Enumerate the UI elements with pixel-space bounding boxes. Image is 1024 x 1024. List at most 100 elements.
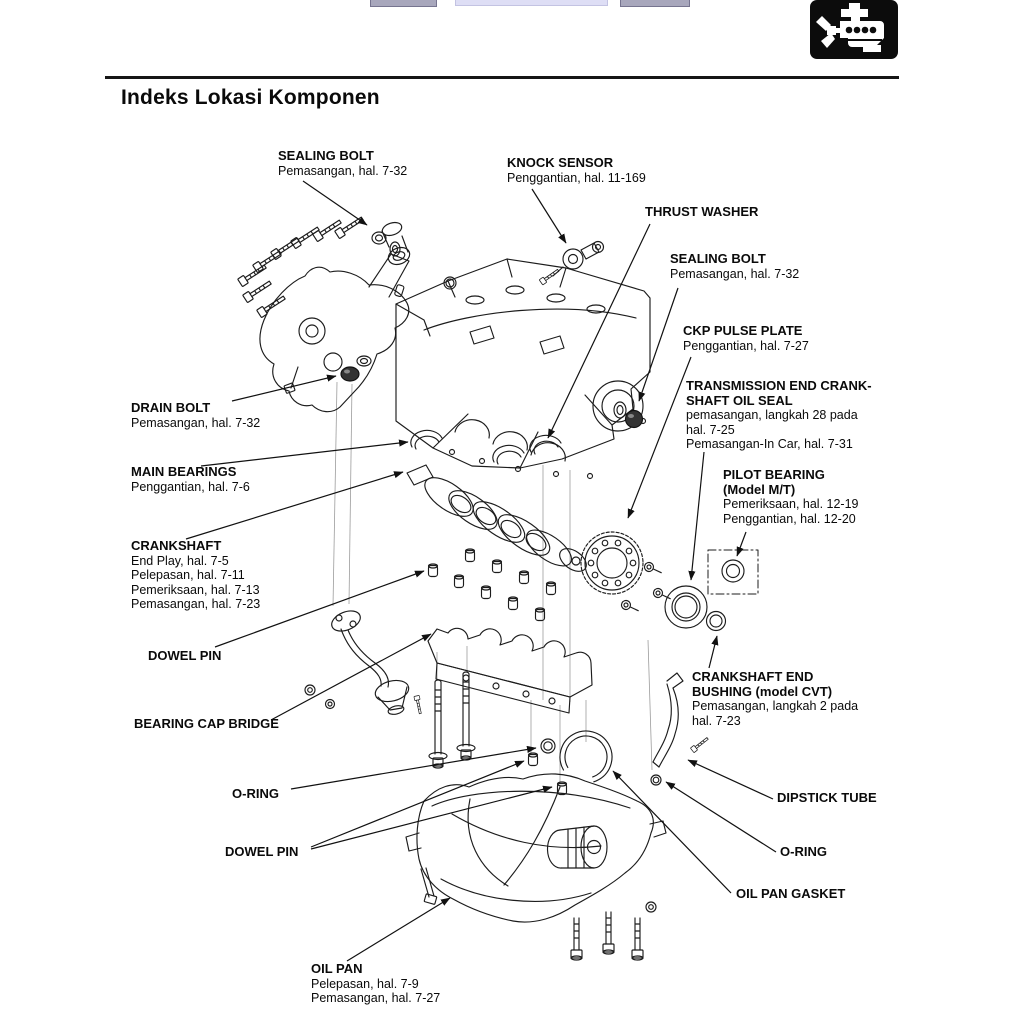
- leader-dowel-pin-lower-b: [310, 785, 553, 850]
- leader-pilot-bearing: [736, 531, 747, 557]
- callout-title: DOWEL PIN: [148, 648, 222, 663]
- callout-dowel-pin-upper: DOWEL PIN: [148, 648, 222, 664]
- callout-oil-pan-gasket: OIL PAN GASKET: [736, 886, 846, 902]
- end-bushing-part: [705, 610, 727, 632]
- leader-sealing-bolt-right: [638, 287, 679, 402]
- callout-title: O-RING: [232, 786, 279, 801]
- callout-line: Pemasangan-In Car, hal. 7-31: [686, 437, 853, 451]
- engine-glyph: [816, 3, 884, 52]
- toolbar-button-right[interactable]: [620, 0, 690, 7]
- dowel-pins: [427, 548, 557, 622]
- callout-title: PILOT BEARING: [723, 467, 825, 482]
- page-title: Indeks Lokasi Komponen: [121, 86, 380, 109]
- leader-dowel-pin-lower-a: [310, 760, 525, 848]
- pilot-bearing-part: [707, 549, 759, 595]
- callout-line: Pemasangan, langkah 2 pada: [692, 699, 859, 713]
- callout-line: Pemasangan, hal. 7-23: [131, 597, 261, 611]
- callout-line: Penggantian, hal. 12-20: [723, 511, 856, 526]
- callout-line: Penggantian, hal. 7-27: [683, 338, 809, 353]
- callout-line: Pelepasan, hal. 7-9: [311, 976, 419, 991]
- callout-oil-pan: OIL PAN Pelepasan, hal. 7-9 Pemasangan, …: [311, 961, 441, 1006]
- leader-main-bearings: [200, 439, 409, 467]
- oil-pickup: [304, 610, 424, 715]
- callout-sealing-bolt-top: SEALING BOLT Pemasangan, hal. 7-32: [278, 148, 407, 178]
- oil-pan-bolts: [420, 867, 657, 961]
- callout-thrust-washer: THRUST WASHER: [645, 204, 759, 220]
- leader-crankshaft-end-bushing: [708, 635, 719, 669]
- callout-line: Pemasangan, hal. 7-27: [311, 991, 441, 1005]
- leader-thrust-washer: [547, 223, 651, 439]
- leader-transmission-end-seal: [688, 451, 705, 581]
- leader-drain-bolt: [231, 374, 337, 402]
- oil-pump-assembly: [259, 221, 411, 413]
- callout-title: CRANKSHAFT END: [692, 669, 814, 684]
- callout-title: KNOCK SENSOR: [507, 155, 614, 170]
- header-divider: [105, 76, 899, 79]
- leader-ckp-pulse-plate: [627, 356, 692, 519]
- callout-pilot-bearing: PILOT BEARING (Model M/T) Pemeriksaan, h…: [723, 467, 859, 526]
- callout-line: End Play, hal. 7-5: [131, 553, 229, 568]
- callout-title: DOWEL PIN: [225, 844, 299, 859]
- callout-title: BEARING CAP BRIDGE: [134, 716, 279, 731]
- leader-bearing-cap-bridge: [270, 633, 432, 721]
- crankshaft-part: [406, 464, 587, 572]
- callout-title: TRANSMISSION END CRANK-: [686, 378, 872, 393]
- oil-pan-gasket-part: [559, 730, 613, 784]
- toolbar-field[interactable]: [455, 0, 608, 6]
- callout-ckp-pulse-plate: CKP PULSE PLATE Penggantian, hal. 7-27: [683, 323, 809, 353]
- callout-title2: SHAFT OIL SEAL: [686, 392, 793, 408]
- bearing-shells: [410, 429, 562, 465]
- leader-oil-pan: [346, 897, 451, 962]
- callout-title: SEALING BOLT: [670, 251, 766, 266]
- leader-dipstick-tube: [687, 759, 774, 800]
- dipstick-tube-part: [650, 672, 710, 786]
- ckp-pulse-plate-part: [580, 531, 673, 616]
- callout-line: Penggantian, hal. 7-6: [131, 479, 250, 494]
- callout-title: THRUST WASHER: [645, 204, 759, 219]
- callout-line: Pelepasan, hal. 7-11: [131, 568, 245, 582]
- callout-title: OIL PAN GASKET: [736, 886, 846, 901]
- leader-o-ring-left: [290, 745, 537, 790]
- callout-line: Pemasangan, hal. 7-32: [131, 415, 261, 430]
- drain-bolt-part: [340, 366, 360, 382]
- callout-o-ring-left: O-RING: [232, 786, 279, 802]
- callout-line: pemasangan, langkah 28 pada: [686, 408, 858, 422]
- guide-lines: [332, 381, 653, 782]
- bolt-cluster: [237, 214, 366, 319]
- callout-main-bearings: MAIN BEARINGS Penggantian, hal. 7-6: [131, 464, 250, 494]
- leader-sealing-bolt-top: [302, 180, 368, 226]
- callout-line: Pemeriksaan, hal. 7-13: [131, 582, 260, 597]
- callout-dowel-pin-lower: DOWEL PIN: [225, 844, 299, 860]
- callout-transmission-end-seal: TRANSMISSION END CRANK- SHAFT OIL SEAL p…: [686, 378, 872, 452]
- callout-line: Pemeriksaan, hal. 12-19: [723, 497, 859, 511]
- toolbar-button-left[interactable]: [370, 0, 437, 7]
- callout-crankshaft-end-bushing: CRANKSHAFT END BUSHING (model CVT) Pemas…: [692, 669, 859, 728]
- leader-lines: [185, 180, 777, 962]
- pan-o-ring-dowels: [527, 738, 568, 796]
- oil-seal-part: [664, 585, 708, 629]
- callout-knock-sensor: KNOCK SENSOR Penggantian, hal. 11-169: [507, 155, 646, 185]
- long-bolts: [428, 671, 476, 769]
- callout-title: OIL PAN: [311, 961, 363, 976]
- callout-title2: (Model M/T): [723, 481, 796, 497]
- knock-sensor-part: [538, 240, 605, 286]
- callout-title: CRANKSHAFT: [131, 538, 222, 553]
- oil-pan-part: [405, 773, 667, 923]
- callout-title: MAIN BEARINGS: [131, 464, 237, 479]
- callout-title2: BUSHING (model CVT): [692, 683, 833, 699]
- callout-title: SEALING BOLT: [278, 148, 374, 163]
- callout-dipstick-tube: DIPSTICK TUBE: [777, 790, 877, 806]
- callout-sealing-bolt-right: SEALING BOLT Pemasangan, hal. 7-32: [670, 251, 799, 281]
- callout-title: CKP PULSE PLATE: [683, 323, 803, 338]
- bearing-cap-bridge-part: [427, 627, 593, 714]
- callout-line: hal. 7-25: [686, 422, 735, 437]
- leader-dowel-pin-upper: [214, 570, 425, 648]
- engine-icon: [810, 0, 898, 59]
- callout-title: O-RING: [780, 844, 827, 859]
- leader-o-ring-right: [665, 781, 777, 853]
- callout-line: hal. 7-23: [692, 713, 741, 728]
- callout-bearing-cap-bridge: BEARING CAP BRIDGE: [134, 716, 279, 732]
- leader-crankshaft: [185, 471, 404, 540]
